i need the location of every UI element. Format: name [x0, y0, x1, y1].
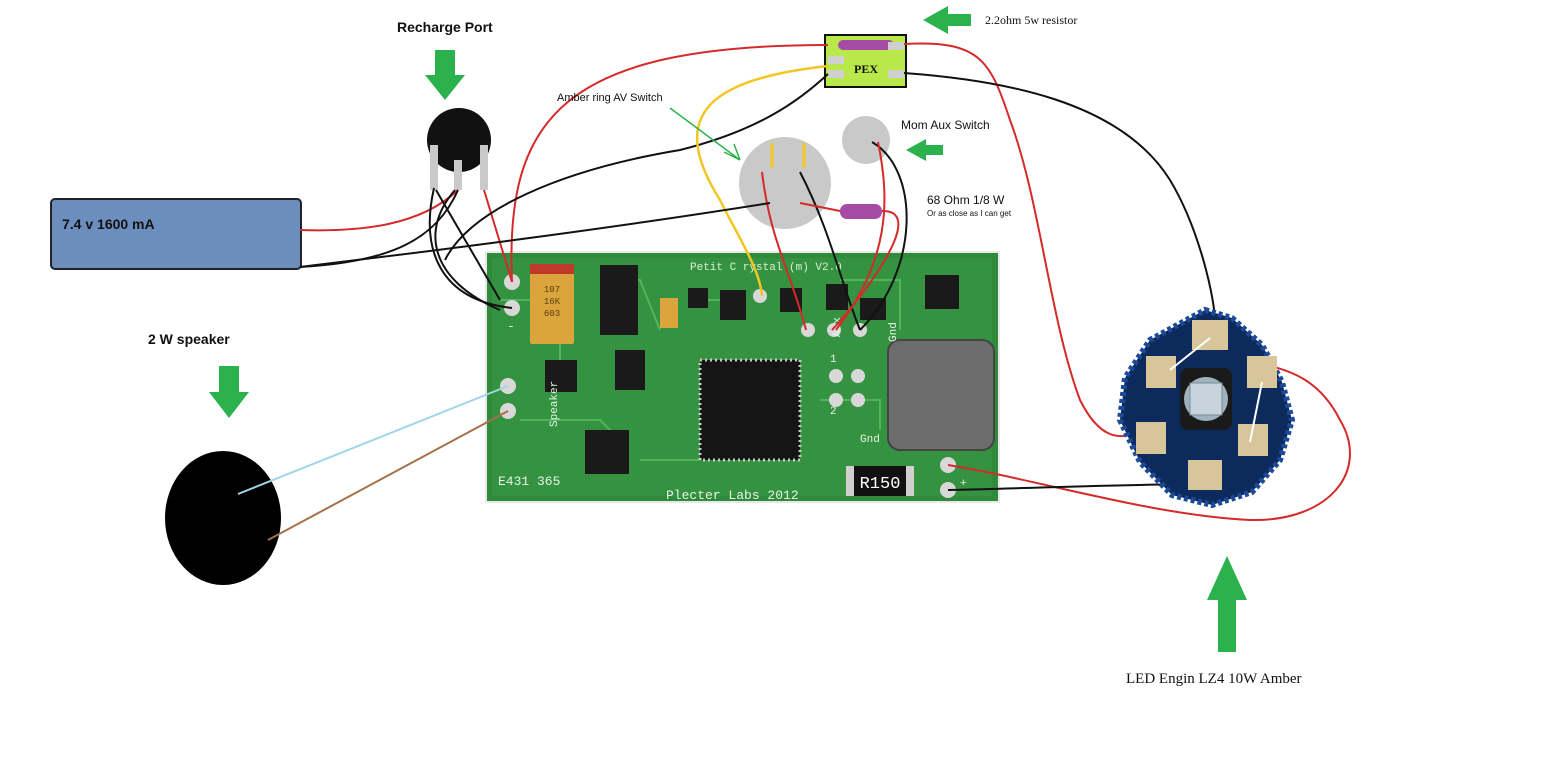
pad-2-label: 2: [830, 406, 837, 418]
resistor-5w-label: 2.2ohm 5w resistor: [985, 13, 1078, 27]
resistor-5w: [838, 40, 894, 50]
resistor-68-ohm: [840, 204, 882, 219]
pad-plus-label: +: [960, 478, 967, 490]
speaker-label: 2 W speaker: [148, 331, 230, 347]
regulator-chip: [600, 265, 638, 335]
battery: [50, 198, 302, 270]
resistor-68-note: Or as close as I can get: [927, 209, 1012, 218]
pcb-board: 107 16K 603 R150: [485, 251, 1000, 503]
board-serial: E431 365: [498, 474, 560, 489]
pad-1-label: 1: [830, 354, 837, 366]
resistor-68-label: 68 Ohm 1/8 W: [927, 193, 1005, 207]
small-capacitor: [660, 298, 678, 328]
inductor: [887, 339, 995, 451]
recharge-port: [427, 108, 491, 190]
sense-resistor: R150: [846, 466, 914, 496]
resistor-arrow-icon: [923, 6, 971, 34]
pex-label: PEX: [854, 62, 878, 76]
microcontroller-chip: [698, 358, 802, 462]
tantalum-capacitor: 107 16K 603: [530, 264, 574, 344]
recharge-port-label: Recharge Port: [397, 19, 493, 35]
speaker-arrow-icon: [209, 366, 249, 418]
aux-switch-label: Mom Aux Switch: [901, 118, 990, 132]
led-arrow-icon: [1207, 556, 1247, 652]
amber-switch-label: Amber ring AV Switch: [557, 92, 663, 104]
led-star: [1116, 306, 1296, 509]
pad-gnd2-label: Gnd: [860, 434, 880, 446]
battery-label: 7.4 v 1600 mA: [62, 216, 155, 232]
pad-minus-label: -: [507, 319, 515, 334]
board-maker: Plecter Labs 2012: [666, 488, 799, 503]
arrows: [209, 6, 1247, 652]
cap-mark-1: 107: [544, 285, 560, 295]
aux-switch: [842, 116, 890, 164]
aux-arrow-icon: [906, 139, 943, 161]
board-title: Petit C rystal (m) V2.0: [690, 262, 842, 274]
led-label: LED Engin LZ4 10W Amber: [1126, 671, 1302, 687]
pex-block: [824, 34, 907, 88]
amber-ring-switch: [739, 137, 831, 229]
wires: [237, 42, 1351, 541]
speaker: [165, 451, 281, 585]
cap-mark-2: 16K: [544, 297, 561, 307]
cap-mark-3: 603: [544, 309, 560, 319]
sense-resistor-label: R150: [860, 475, 901, 494]
pad-speaker-label: Speaker: [549, 381, 561, 427]
pad-gnd-label: Gnd: [888, 322, 900, 342]
recharge-arrow-icon: [425, 50, 465, 100]
